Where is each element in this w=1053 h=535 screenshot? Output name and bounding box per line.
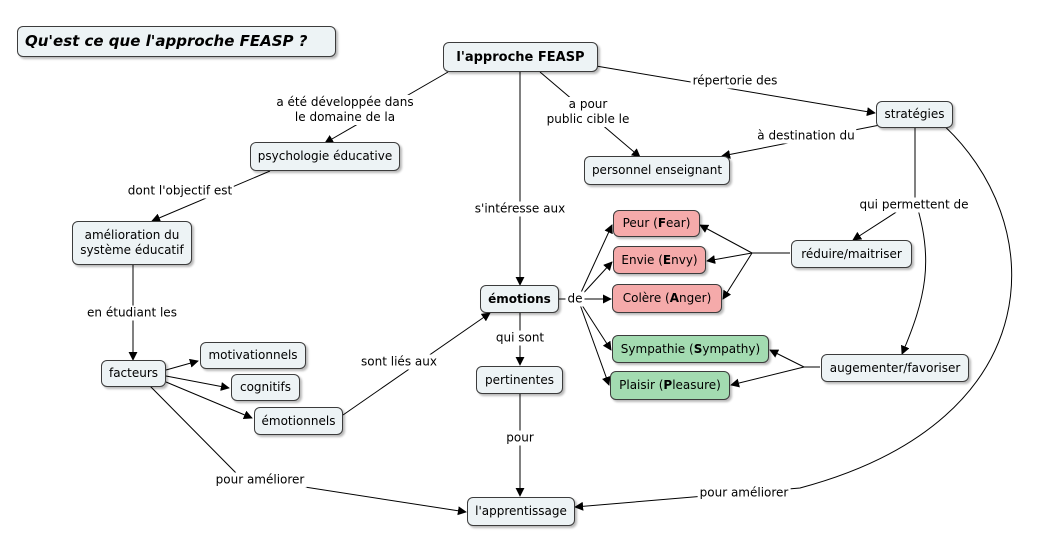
node-reduire-maitriser[interactable]: réduire/maitriser [791, 240, 912, 268]
link-label-pour: pour [504, 430, 536, 446]
link-label-objectif: dont l'objectif est [125, 183, 235, 199]
node-motivationnels[interactable]: motivationnels [200, 342, 306, 369]
emotion-label-post: nvy) [671, 252, 698, 267]
node-approche-feasp[interactable]: l'approche FEASP [443, 42, 598, 72]
edge-augmenter-plaisir [730, 366, 805, 388]
emotion-letter: S [693, 341, 703, 356]
link-label-de: de [565, 291, 585, 307]
edge-strategies-apprentissage [574, 121, 1013, 511]
edge-reduire-colere [722, 252, 753, 300]
link-label-ameliorer-left: pour améliorer [213, 472, 307, 488]
link-label-destination: à destination du [755, 128, 857, 144]
emotion-label-pre: Colère ( [622, 291, 670, 305]
node-facteurs[interactable]: facteurs [101, 360, 166, 387]
link-label-qui-sont: qui sont [493, 330, 547, 346]
node-augmenter-favoriser[interactable]: augementer/favoriser [821, 354, 969, 382]
node-apprentissage[interactable]: l'apprentissage [467, 497, 575, 526]
emotion-letter: P [663, 378, 673, 392]
node-amelioration-systeme[interactable]: amélioration du système éducatif [72, 221, 192, 265]
node-pertinentes[interactable]: pertinentes [476, 366, 563, 394]
node-strategies[interactable]: stratégies [876, 101, 953, 128]
node-emotionnels[interactable]: émotionnels [254, 407, 343, 435]
edge-reduire-envie [706, 252, 753, 265]
edge-facteurs-cognitifs [165, 375, 230, 391]
emotion-label-post: ympathy) [702, 341, 761, 356]
node-psychologie-educative[interactable]: psychologie éducative [250, 142, 400, 171]
emotion-letter: F [657, 216, 667, 230]
link-label-permettent: qui permettent de [857, 197, 971, 213]
edge-augmenter-sympathie [769, 349, 805, 368]
node-cognitifs[interactable]: cognitifs [231, 374, 300, 401]
link-label-ameliorer-right: pour améliorer [697, 485, 791, 501]
emotion-label-pre: Plaisir ( [619, 378, 664, 392]
emotion-letter: A [669, 291, 680, 305]
edge-facteurs-motivationnels [165, 358, 199, 371]
diagram-title: Qu'est ce que l'approche FEASP ? [17, 26, 336, 57]
emotion-label-pre: Peur ( [622, 216, 658, 230]
edge-approche-strategies [595, 65, 876, 117]
edge-reduire-peur [699, 224, 753, 254]
link-label-etudiant: en étudiant les [85, 305, 179, 321]
edge-emotions-plaisir [577, 298, 611, 386]
node-personnel-enseignant[interactable]: personnel enseignant [584, 156, 730, 185]
edge-strategies-reduire [852, 128, 916, 241]
link-label-developpee: a été développée dans le domaine de la [274, 95, 416, 125]
edge-facteurs-apprentissage [149, 385, 467, 516]
emotion-label-pre: Sympathie ( [620, 341, 694, 356]
emotion-label-post: ear) [666, 216, 691, 230]
link-label-interesse: s'intéresse aux [472, 201, 568, 217]
node-emotions[interactable]: émotions [480, 285, 559, 313]
link-label-lies: sont liés aux [359, 354, 439, 370]
link-label-repertorie: répertorie des [690, 73, 780, 89]
link-label-public-cible: a pour public cible le [544, 97, 632, 127]
emotion-label-pre: Envie ( [621, 252, 663, 267]
edge-emotions-peur [577, 224, 613, 300]
emotion-label-post: leasure) [672, 378, 721, 392]
emotion-label-post: nger) [679, 291, 712, 305]
edge-emotions-sympathie [577, 298, 612, 351]
edge-strategies-augmenter [901, 199, 927, 355]
emotion-letter: E [662, 252, 672, 267]
edge-facteurs-emotionnels [165, 381, 253, 420]
